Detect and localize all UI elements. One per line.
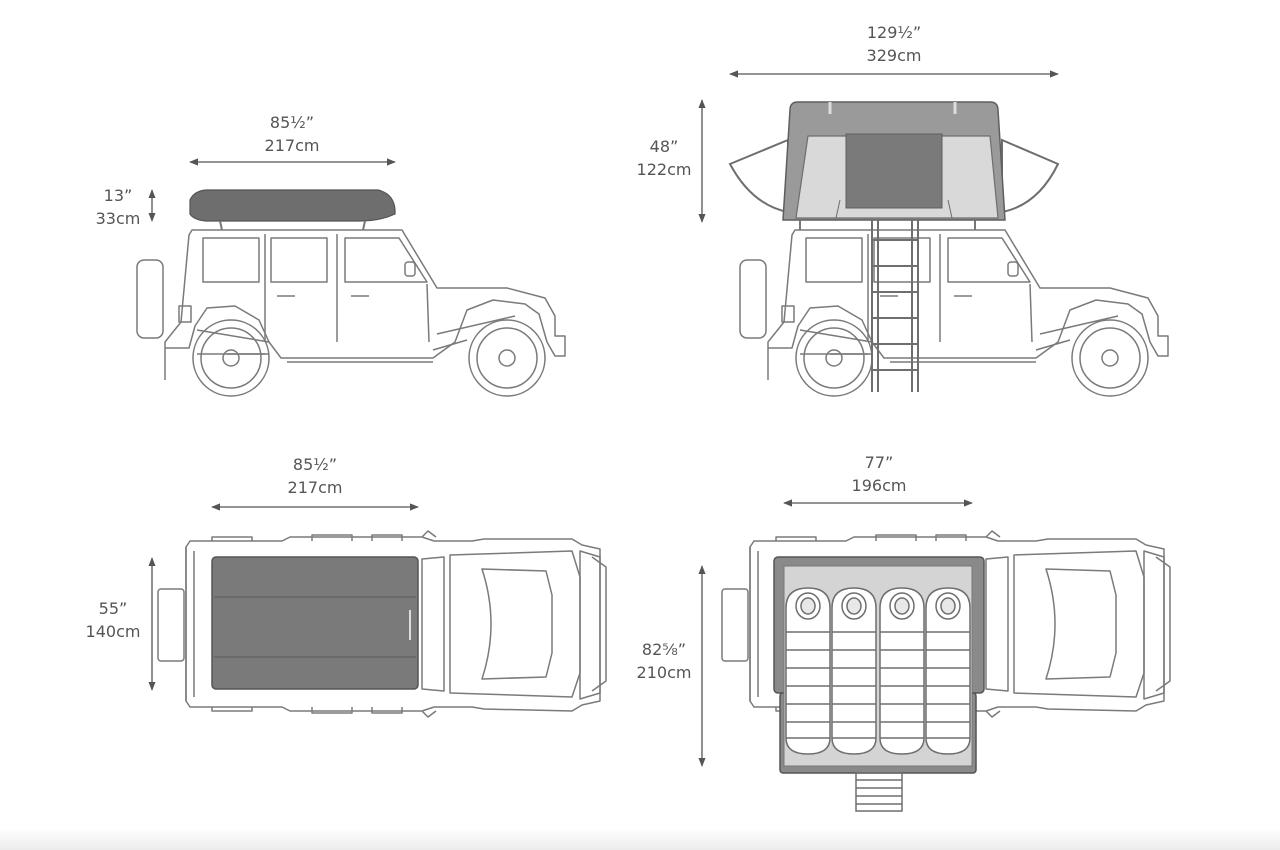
vehicle-side-right (739, 229, 1169, 397)
open-top-width-imperial: 82⅝” (641, 640, 687, 659)
closed-width-metric: 217cm (264, 136, 320, 155)
closed-height-metric: 33cm (95, 209, 141, 228)
open-side-view (698, 70, 1169, 397)
closed-height-imperial: 13” (103, 186, 133, 205)
closed-top-width-imperial: 55” (98, 599, 128, 618)
open-top-view (698, 499, 1171, 812)
open-height-imperial: 48” (649, 137, 679, 156)
closed-width-label: 85½” 217cm (242, 111, 342, 157)
open-top-width-label: 82⅝” 210cm (630, 638, 698, 684)
closed-top-width-label: 55” 140cm (80, 597, 146, 643)
sleeping-bag-3 (879, 587, 925, 755)
closed-side-view (136, 158, 566, 397)
closed-length-imperial: 85½” (292, 455, 338, 474)
open-length-label: 77” 196cm (829, 451, 929, 497)
open-width-metric: 329cm (866, 46, 922, 65)
sleeping-bag-2 (831, 587, 877, 755)
closed-height-label: 13” 33cm (86, 184, 150, 230)
bottom-fade (0, 828, 1280, 850)
closed-tent-top (211, 556, 419, 690)
open-height-label: 48” 122cm (630, 135, 698, 181)
open-length-metric: 196cm (851, 476, 907, 495)
sleeping-bag-4 (925, 587, 971, 755)
vehicle-side-left (136, 229, 566, 397)
sleeping-bag-1 (785, 587, 831, 755)
open-width-imperial: 129½” (866, 23, 922, 42)
open-length-imperial: 77” (864, 453, 894, 472)
open-width-label: 129½” 329cm (844, 21, 944, 67)
open-tent-top (773, 556, 985, 774)
closed-width-imperial: 85½” (269, 113, 315, 132)
open-top-width-metric: 210cm (636, 663, 692, 682)
closed-top-width-metric: 140cm (85, 622, 141, 641)
closed-length-metric: 217cm (287, 478, 343, 497)
open-tent (728, 101, 1060, 230)
open-height-metric: 122cm (636, 160, 692, 179)
closed-length-label: 85½” 217cm (265, 453, 365, 499)
closed-tent-shell (189, 189, 396, 231)
ladder (871, 220, 919, 392)
ladder-top-view (855, 772, 903, 812)
closed-top-view (148, 503, 607, 718)
